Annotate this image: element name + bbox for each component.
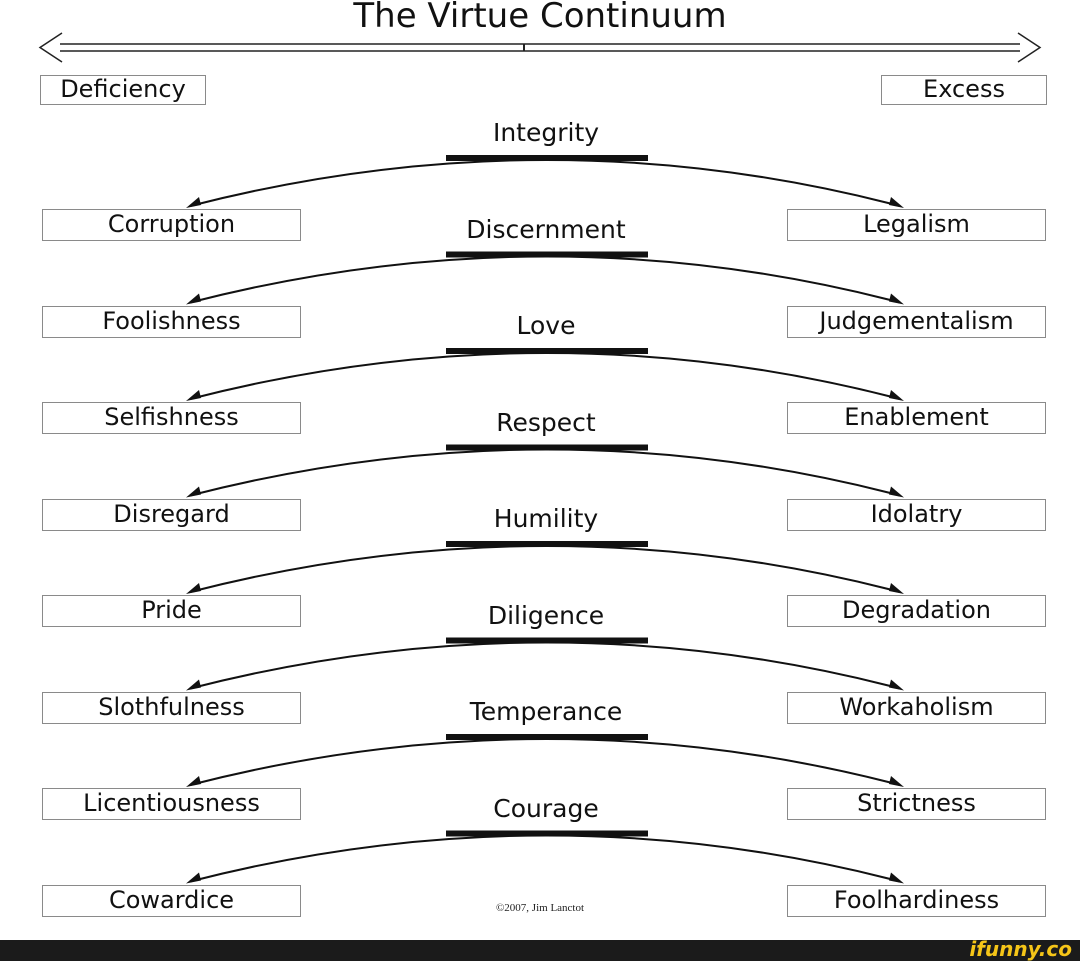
scale-arrowhead-left [38,32,63,63]
virtue-label: Discernment [466,214,626,244]
virtue-label: Temperance [469,697,623,726]
virtue-center-bar [446,348,648,354]
deficiency-label-box: Deficiency [40,75,206,105]
virtue-label: Diligence [487,600,605,630]
virtue-arc [189,352,901,400]
arc-arrowhead-right [889,486,904,498]
arc-arrowhead-left [186,486,201,498]
excess-box: Foolhardiness [787,884,1046,917]
arc-arrowhead-left [186,776,201,787]
scale-arrowhead-right [1017,32,1042,63]
excess-box: Idolatry [787,498,1046,531]
virtue-arc [189,641,901,690]
virtue-center-bar [446,734,648,740]
virtue-center-bar [446,541,648,547]
arc-arrowhead-right [889,293,904,305]
virtue-arc [189,545,901,593]
excess-box: Judgementalism [787,305,1046,338]
virtue-center-bar [446,830,648,837]
arc-arrowhead-left [186,197,201,208]
continuum-scale-arrow [38,32,1042,884]
arc-arrowhead-right [889,872,904,884]
deficiency-box: Disregard [42,498,301,531]
virtue-arcs [186,155,904,884]
arc-arrowhead-right [889,776,904,787]
virtue-continuum-diagram: The Virtue Continuum Deficiency Excess I… [38,0,1047,917]
virtue-center-bar [446,155,648,161]
virtue-center-bar [446,637,648,644]
deficiency-box: Slothfulness [42,691,301,724]
virtue-center-bar [446,251,648,258]
arc-arrowhead-left [186,679,201,691]
excess-label-box: Excess [881,75,1047,105]
copyright-credit: ©2007, Jim Lanctot [495,902,585,914]
footer-bar [0,940,1080,961]
excess-box: Legalism [787,209,1046,241]
excess-box: Strictness [787,788,1046,820]
arc-arrowhead-right [889,197,904,208]
arc-arrowhead-left [186,390,201,401]
virtue-arc [189,159,901,207]
arc-arrowhead-right [889,583,904,594]
virtue-label: Love [516,311,576,340]
excess-box: Degradation [787,595,1046,627]
virtue-arc [189,834,901,883]
arc-arrowhead-left [186,583,201,594]
deficiency-box: Corruption [42,209,301,241]
deficiency-box: Foolishness [42,305,301,338]
virtue-label: Respect [496,407,596,437]
arc-arrowhead-right [889,679,904,691]
virtue-arc [189,738,901,786]
arc-arrowhead-left [186,293,201,305]
deficiency-box: Cowardice [42,884,301,917]
deficiency-box: Licentiousness [42,788,301,820]
ifunny-watermark: ifunny.co [969,937,1072,961]
arc-arrowhead-left [186,872,201,884]
virtue-label: Courage [493,793,599,823]
deficiency-box: Selfishness [42,402,301,434]
excess-box: Workaholism [787,691,1046,724]
deficiency-box: Pride [42,595,301,627]
diagram-title: The Virtue Continuum [353,0,727,36]
virtue-center-bar [446,444,648,451]
virtue-arc [189,448,901,497]
arc-arrowhead-right [889,390,904,401]
excess-box: Enablement [787,402,1046,434]
virtue-arc [189,255,901,304]
virtue-label: Humility [493,504,599,533]
virtue-label: Integrity [492,118,600,147]
